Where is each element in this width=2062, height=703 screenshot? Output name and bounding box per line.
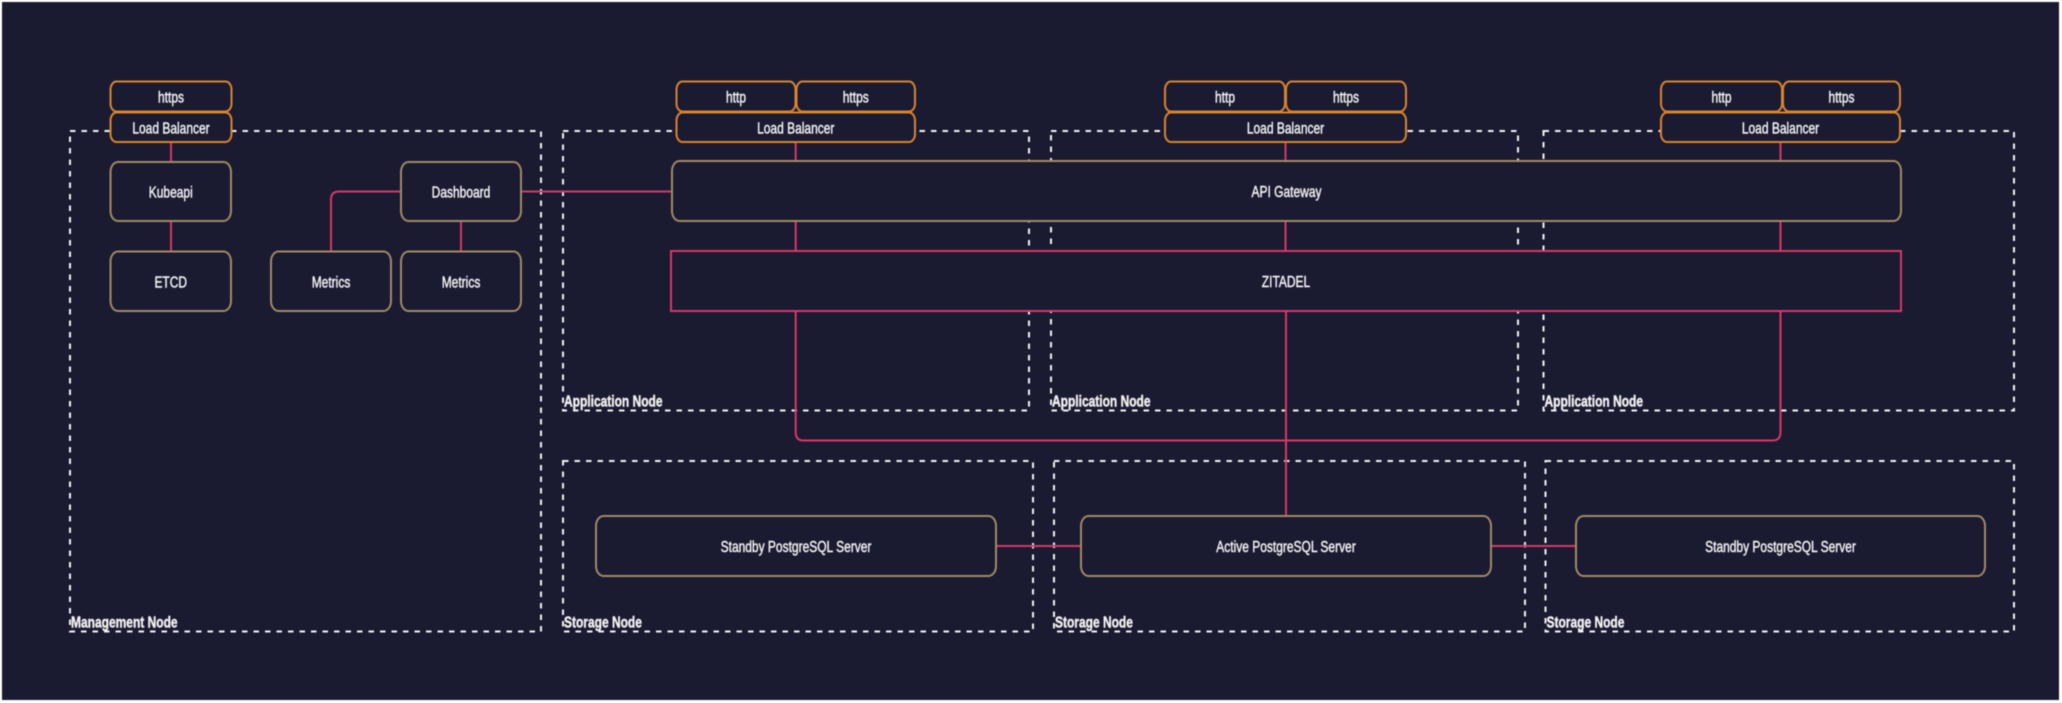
svg-text:Application Node: Application Node	[1545, 392, 1644, 410]
svg-text:Management Node: Management Node	[71, 613, 178, 631]
svg-text:https: https	[843, 88, 869, 106]
svg-text:Load Balancer: Load Balancer	[1742, 119, 1820, 137]
svg-text:https: https	[1333, 88, 1359, 106]
svg-text:Load Balancer: Load Balancer	[757, 119, 835, 137]
svg-text:http: http	[1712, 88, 1732, 106]
svg-text:Load Balancer: Load Balancer	[1247, 119, 1325, 137]
svg-text:Metrics: Metrics	[442, 273, 481, 291]
svg-text:ETCD: ETCD	[154, 273, 187, 291]
svg-text:Metrics: Metrics	[312, 273, 351, 291]
svg-text:Standby PostgreSQL Server: Standby PostgreSQL Server	[1705, 537, 1856, 555]
svg-text:Load Balancer: Load Balancer	[132, 119, 210, 137]
svg-text:Application Node: Application Node	[564, 392, 663, 410]
svg-text:http: http	[1215, 88, 1235, 106]
svg-text:http: http	[726, 88, 746, 106]
svg-text:Storage Node: Storage Node	[1055, 613, 1133, 631]
svg-text:Active PostgreSQL Server: Active PostgreSQL Server	[1216, 537, 1356, 555]
svg-text:Kubeapi: Kubeapi	[149, 183, 193, 201]
svg-text:https: https	[158, 88, 184, 106]
svg-text:Storage Node: Storage Node	[564, 613, 642, 631]
svg-text:Application Node: Application Node	[1052, 392, 1151, 410]
svg-text:https: https	[1829, 88, 1855, 106]
svg-text:Standby PostgreSQL Server: Standby PostgreSQL Server	[721, 537, 872, 555]
svg-text:ZITADEL: ZITADEL	[1262, 272, 1311, 290]
svg-text:Storage Node: Storage Node	[1547, 613, 1625, 631]
svg-text:API Gateway: API Gateway	[1252, 182, 1323, 200]
svg-text:Dashboard: Dashboard	[432, 183, 491, 201]
